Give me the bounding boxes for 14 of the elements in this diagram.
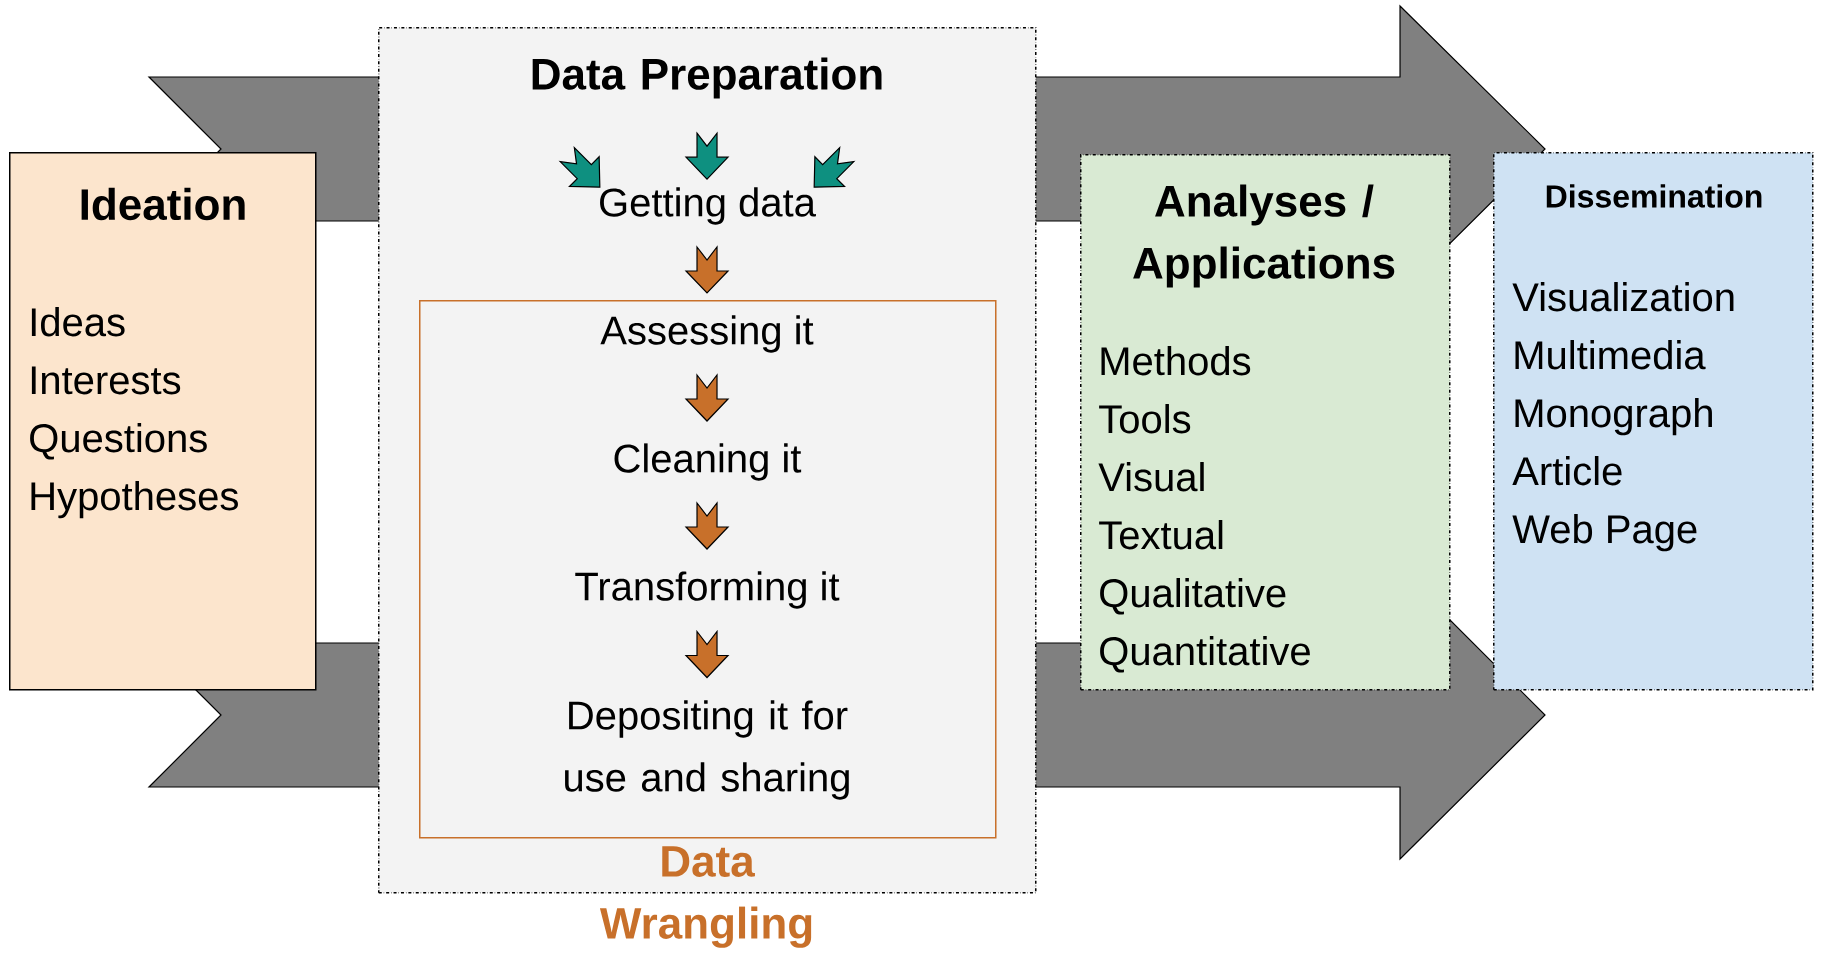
stage-box: Analyses / Applications Methods Tools Visual Textual Qualitative Quantitative: [1080, 154, 1451, 691]
step-label: Depositing it for use and sharing: [565, 700, 849, 800]
step-label: Assessing it: [600, 315, 814, 353]
block-arrow: [684, 629, 730, 679]
step-label: Cleaning it: [614, 443, 802, 481]
stage-box: Dissemination Visualization Multimedia Monograph Article Web Page: [1493, 152, 1814, 691]
step-label: Transforming it: [575, 571, 840, 609]
node-label: Data Wrangling: [599, 846, 812, 948]
block-arrow: [684, 373, 730, 422]
step-label: Getting data: [600, 187, 816, 225]
block-arrow: [684, 245, 730, 294]
block-arrow: [684, 131, 730, 181]
stage-box: Ideation Ideas Interests Questions Hypotheses: [9, 152, 317, 691]
block-arrow: [684, 501, 730, 550]
